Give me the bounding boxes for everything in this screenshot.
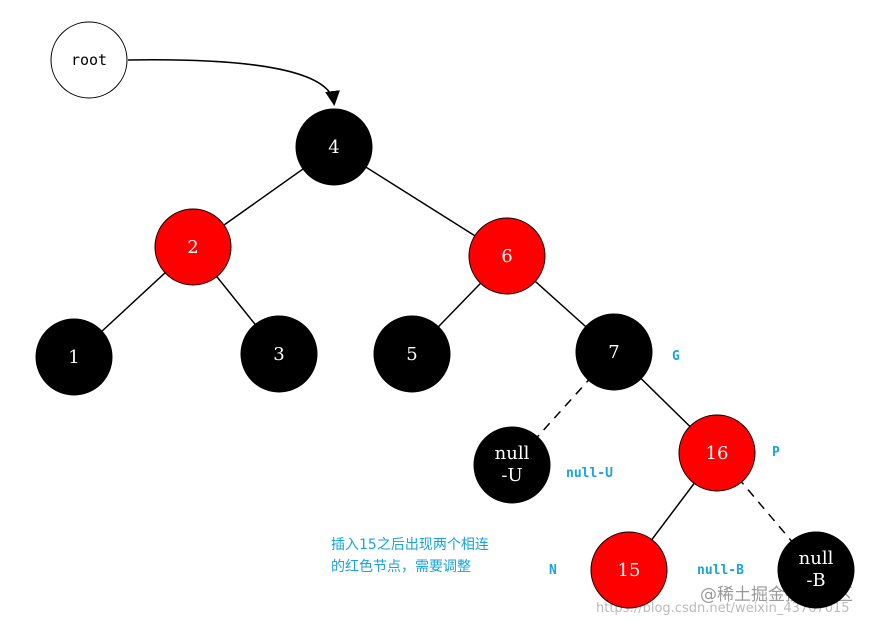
node-label-n6: 6: [501, 246, 512, 267]
annotation-null-b: null-B: [697, 563, 744, 578]
tree-node-nullU: null-U: [473, 426, 551, 504]
tree-node-n5: 5: [373, 315, 451, 393]
tree-node-n6: 6: [468, 217, 546, 295]
annotation-p: P: [772, 445, 780, 460]
node-label-n5: 5: [406, 344, 417, 365]
node-circle-nullB: [777, 531, 855, 609]
node-label-n16: 16: [706, 443, 729, 464]
node-circle-n3: [240, 315, 318, 393]
annotation-g: G: [672, 349, 680, 364]
node-circle-nullU: [473, 426, 551, 504]
node-circle-n16: [678, 414, 756, 492]
node-circle-n6: [468, 217, 546, 295]
node-circle-n1: [35, 318, 113, 396]
node-label-n1: 1: [68, 347, 79, 368]
tree-node-n1: 1: [35, 318, 113, 396]
annotations: G P N null-U null-B: [549, 349, 780, 578]
annotation-null-u: null-U: [566, 466, 613, 481]
watermark-url: https://blog.csdn.net/weixin_43767015: [596, 601, 850, 616]
tree-node-n7: 7: [575, 313, 653, 391]
tree-node-nullB: null-B: [777, 531, 855, 609]
node-label-nullU: null-U: [495, 443, 530, 486]
node-circle-n5: [373, 315, 451, 393]
node-circle-n15: [590, 531, 668, 609]
root-label: root: [71, 51, 107, 69]
tree-node-n2: 2: [154, 208, 232, 286]
tree-node-n16: 16: [678, 414, 756, 492]
root-pointer: root: [50, 21, 340, 106]
node-label-n4: 4: [328, 137, 339, 158]
node-circle-n2: [154, 208, 232, 286]
tree-node-n4: 4: [295, 108, 373, 186]
annotation-n: N: [549, 563, 557, 578]
node-label-n15: 15: [618, 560, 641, 581]
tree-node-n15: 15: [590, 531, 668, 609]
node-circle-n7: [575, 313, 653, 391]
adjustment-note: 插入15之后出现两个相连 的红色节点，需要调整: [331, 537, 489, 575]
node-label-line: null: [495, 443, 530, 464]
node-label-nullB: null-B: [799, 548, 834, 591]
root-arrow: [127, 59, 340, 106]
node-label-line: -U: [501, 465, 522, 486]
node-label-line: -B: [806, 570, 825, 591]
note-line-2: 的红色节点，需要调整: [331, 558, 471, 575]
tree-node-n3: 3: [240, 315, 318, 393]
note-line-1: 插入15之后出现两个相连: [331, 537, 489, 553]
node-label-line: null: [799, 548, 834, 569]
node-circle-n4: [295, 108, 373, 186]
root-circle: [50, 21, 128, 99]
node-label-n3: 3: [273, 344, 284, 365]
node-label-n7: 7: [608, 342, 619, 363]
node-label-n2: 2: [187, 237, 198, 258]
